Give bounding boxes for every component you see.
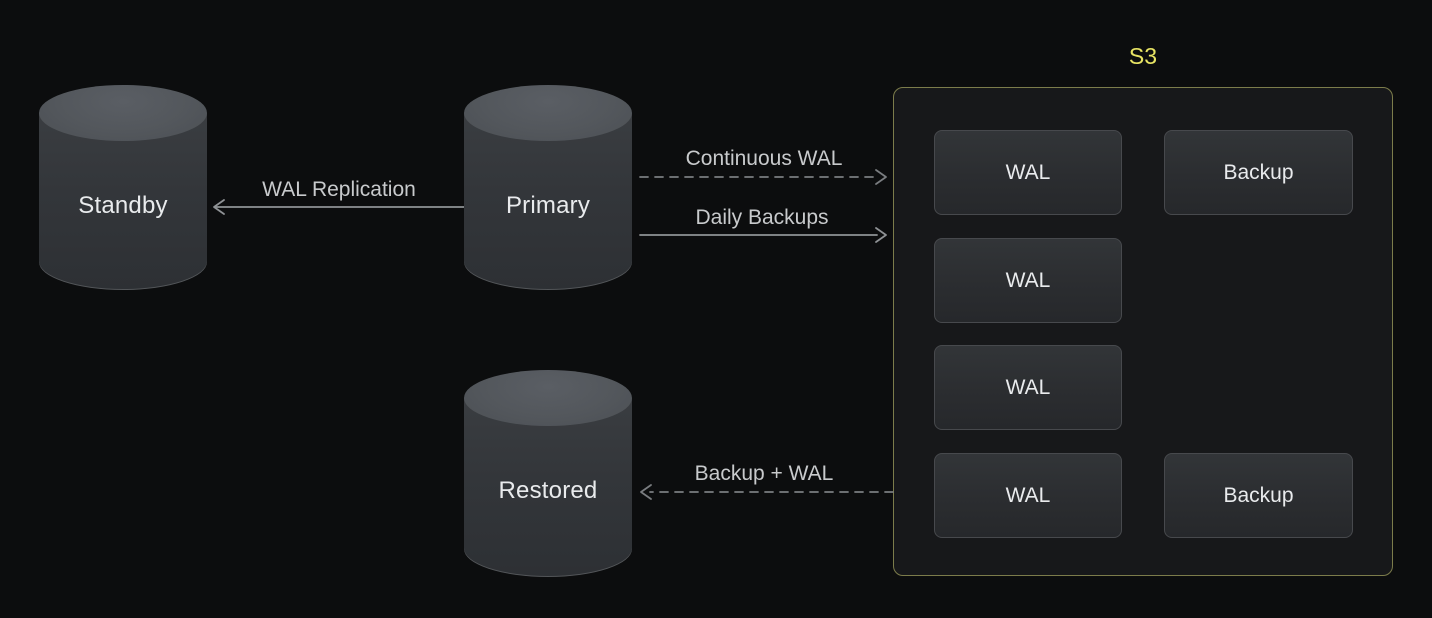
cylinder-top-ellipse (464, 370, 632, 426)
backup-box: Backup (1164, 130, 1353, 215)
cylinder-body (464, 113, 632, 290)
arrow-daily-backups (639, 227, 887, 243)
standby-database-cylinder: Standby (39, 85, 207, 290)
daily-backups-label: Daily Backups (695, 206, 829, 229)
arrow-wal-replication (213, 199, 465, 215)
wal-box: WAL (934, 238, 1122, 323)
s3-zone-title: S3 (1128, 43, 1158, 69)
cylinder-body (39, 113, 207, 290)
arrow-continuous-wal (639, 169, 887, 185)
arrow-backup-plus-wal (640, 484, 894, 500)
wal-box: WAL (934, 453, 1122, 538)
cylinder-body (464, 398, 632, 577)
wal-replication-label: WAL Replication (262, 178, 416, 201)
primary-label: Primary (505, 192, 591, 219)
backup-box: Backup (1164, 453, 1353, 538)
restored-database-cylinder: Restored (464, 370, 632, 577)
backup-plus-wal-label: Backup + WAL (694, 462, 834, 485)
cylinder-top-ellipse (39, 85, 207, 141)
restored-label: Restored (498, 477, 598, 504)
continuous-wal-label: Continuous WAL (685, 147, 843, 170)
primary-database-cylinder: Primary (464, 85, 632, 290)
wal-box: WAL (934, 130, 1122, 215)
wal-box: WAL (934, 345, 1122, 430)
cylinder-top-ellipse (464, 85, 632, 141)
s3-container: WAL WAL WAL WAL Backup Backup (893, 87, 1393, 576)
standby-label: Standby (78, 192, 168, 219)
